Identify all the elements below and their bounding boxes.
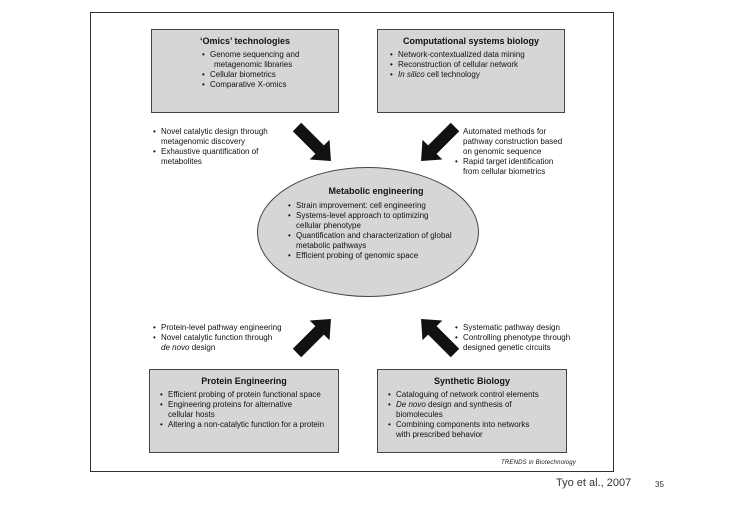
metabolic-item-cont: cellular phenotype (296, 221, 361, 230)
note-item-cont: pathway construction based (463, 137, 563, 146)
de-novo-text: de novo (161, 343, 190, 352)
protein-engineering-box: Protein Engineering Efficient probing of… (149, 369, 339, 453)
omics-item: Genome sequencing and (202, 50, 330, 60)
note-item: Systematic pathway design (455, 323, 605, 333)
in-silico-text: In silico (398, 70, 425, 79)
source-label: TRENDS in Biotechnology (501, 460, 576, 466)
note-bottom-left: Protein-level pathway engineering Novel … (153, 323, 303, 353)
note-item-cont: de novo design (161, 343, 303, 353)
note-bottom-right: Systematic pathway design Controlling ph… (455, 323, 605, 353)
note-item-cont: from cellular biometrics (463, 167, 546, 176)
note-item: Automated methods for (455, 127, 595, 137)
metabolic-item: Quantification and characterization of g… (288, 231, 466, 241)
note-item-cont: metagenomic discovery (161, 137, 246, 146)
computational-systems-biology-box: Computational systems biology Network-co… (377, 29, 565, 113)
computational-systems-biology-title: Computational systems biology (402, 36, 540, 46)
synthetic-biology-box: Synthetic Biology Cataloguing of network… (377, 369, 567, 453)
note-item: Rapid target identification (455, 157, 595, 167)
synthetic-item-cont: with prescribed behavior (396, 430, 483, 439)
design-text: design (189, 343, 216, 352)
metabolic-item: Efficient probing of genomic space (288, 251, 466, 261)
computational-item: In silico cell technology (390, 70, 556, 80)
de-novo-text: De novo (396, 400, 426, 409)
metabolic-engineering-ellipse: Metabolic engineering Strain improvement… (257, 167, 479, 297)
note-item-cont: on genomic sequence (463, 147, 542, 156)
omics-item-cont: metagenomic libraries (214, 60, 293, 69)
arrow-synthetic-to-metabolic (421, 319, 460, 358)
synthetic-item: De novo design and synthesis of biomolec… (388, 400, 558, 420)
note-top-right: Automated methods for pathway constructi… (455, 127, 595, 177)
metabolic-item: Strain improvement: cell engineering (288, 201, 466, 211)
design-synthesis-text: design and synthesis of biomolecules (396, 400, 512, 419)
cell-technology-text: cell technology (424, 70, 480, 79)
metabolic-item: Systems-level approach to optimizing (288, 211, 466, 221)
note-top-left: Novel catalytic design through metagenom… (153, 127, 293, 167)
note-item: Protein-level pathway engineering (153, 323, 303, 333)
note-item: Exhaustive quantification of (153, 147, 293, 157)
note-item: Novel catalytic design through (153, 127, 293, 137)
omics-item: Cellular biometrics (202, 70, 330, 80)
metabolic-engineering-title: Metabolic engineering (328, 186, 424, 196)
slide-number: 35 (655, 480, 664, 489)
computational-item: Network-contextualized data mining (390, 50, 556, 60)
protein-item: Altering a non-catalytic function for a … (160, 420, 330, 430)
citation: Tyo et al., 2007 (556, 477, 632, 489)
synthetic-biology-title: Synthetic Biology (433, 376, 510, 386)
protein-item: Efficient probing of protein functional … (160, 390, 330, 400)
arrow-computational-to-metabolic (421, 122, 460, 161)
arrow-omics-to-metabolic (292, 122, 331, 161)
note-item-cont: designed genetic circuits (463, 343, 551, 352)
note-item: Novel catalytic function through (153, 333, 303, 343)
note-item: Controlling phenotype through (455, 333, 605, 343)
arrow-protein-to-metabolic (292, 319, 331, 358)
diagram-frame: ‘Omics’ technologies Genome sequencing a… (90, 12, 614, 472)
computational-item: Reconstruction of cellular network (390, 60, 556, 70)
metabolic-item-cont: metabolic pathways (296, 241, 367, 250)
protein-engineering-title: Protein Engineering (201, 376, 287, 386)
protein-item-cont: cellular hosts (168, 410, 215, 419)
omics-item: Comparative X-omics (202, 80, 330, 90)
omics-technologies-box: ‘Omics’ technologies Genome sequencing a… (151, 29, 339, 113)
synthetic-item: Cataloguing of network control elements (388, 390, 558, 400)
protein-item: Engineering proteins for alternative (160, 400, 330, 410)
synthetic-item: Combining components into networks (388, 420, 558, 430)
omics-technologies-title: ‘Omics’ technologies (199, 36, 291, 46)
note-item-cont: metabolites (161, 157, 202, 166)
